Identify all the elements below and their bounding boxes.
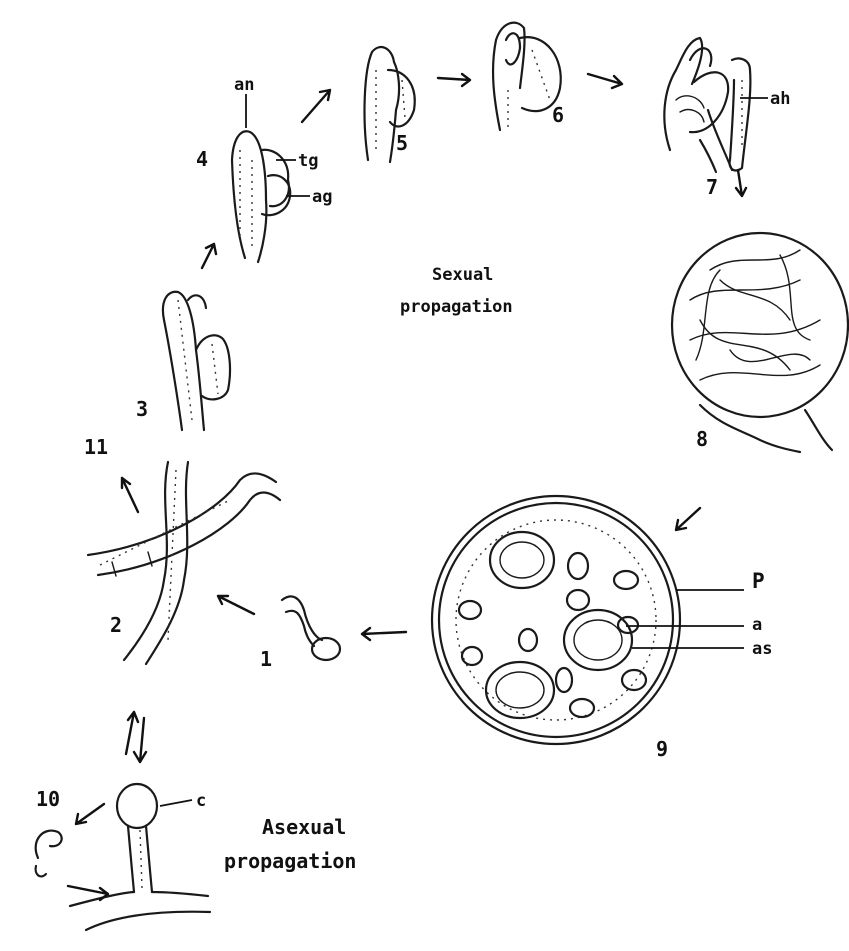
label-ag: ag <box>312 187 332 207</box>
sexual-heading-line1: Sexual <box>432 265 493 285</box>
stage-8-drawing <box>672 233 848 452</box>
label-a: a <box>752 615 762 635</box>
stage-number-9: 9 <box>656 737 668 761</box>
stage-4-drawing <box>232 131 290 262</box>
arrow-2-to-11 <box>122 478 138 512</box>
stage-number-10: 10 <box>36 787 60 811</box>
label-p: P <box>752 569 765 593</box>
sexual-heading-line2: propagation <box>400 297 513 317</box>
asexual-heading-line1: Asexual <box>262 815 346 839</box>
stage-number-3: 3 <box>136 397 148 421</box>
arrow-8-to-9 <box>676 508 700 530</box>
stage-9-drawing <box>432 496 680 744</box>
stage-1-drawing <box>282 596 340 660</box>
stage-7-drawing <box>664 38 750 172</box>
arrow-5-to-6 <box>438 74 470 86</box>
arrow-conidium-release <box>76 804 104 824</box>
label-an: an <box>234 75 254 95</box>
stage-6-drawing <box>493 23 561 130</box>
arrow-4-to-5 <box>302 90 330 122</box>
arrow-3-to-4 <box>202 244 216 268</box>
asexual-heading-line2: propagation <box>224 849 356 873</box>
stage-number-11: 11 <box>84 435 108 459</box>
pointer-c <box>160 800 192 806</box>
arrow-9-to-1 <box>362 628 406 640</box>
arrow-conidium-germinate <box>68 886 108 900</box>
stage-number-6: 6 <box>552 103 564 127</box>
arrow-10-to-2 <box>126 712 138 754</box>
arrow-7-to-8 <box>736 170 746 196</box>
arrow-6-to-7 <box>588 74 622 88</box>
stage-number-8: 8 <box>696 427 708 451</box>
label-as: as <box>752 639 772 659</box>
arrow-1-to-2 <box>218 596 254 614</box>
arrow-2-to-10 <box>134 718 146 762</box>
stage-3-drawing <box>163 292 230 430</box>
stage-number-2: 2 <box>110 613 122 637</box>
stage-number-5: 5 <box>396 131 408 155</box>
stage-number-4: 4 <box>196 147 208 171</box>
cycle-arrows <box>68 74 746 900</box>
label-c: c <box>196 791 206 811</box>
label-tg: tg <box>298 151 318 171</box>
label-ah: ah <box>770 89 790 109</box>
label-pointers <box>160 94 768 806</box>
stage-number-1: 1 <box>260 647 272 671</box>
stage-10-drawing <box>36 784 210 930</box>
stage-number-7: 7 <box>706 175 718 199</box>
